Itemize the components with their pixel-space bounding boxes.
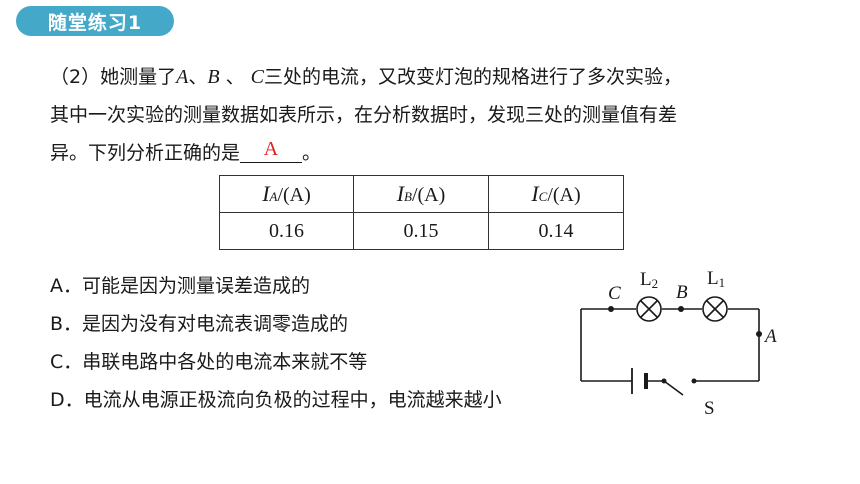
lamp-subscript: 1 (719, 275, 726, 290)
switch-contact-dot (691, 378, 697, 384)
separator: 、 (219, 66, 251, 88)
section-badge: 随堂练习1 (16, 6, 174, 36)
lamp-bulb-icon (702, 296, 728, 322)
point-b-label: B (207, 66, 220, 88)
option-d[interactable]: D．电流从电源正极流向负极的过程中，电流越来越小 (50, 389, 502, 411)
lamp-bulb-icon (636, 296, 662, 322)
value-ia: 0.16 (219, 212, 354, 250)
measurement-table: IA/(A) IB/(A) IC/(A) 0.16 0.15 0.14 (219, 175, 624, 250)
unit: /(A) (547, 184, 581, 206)
lamp-l2-label: L2 (640, 269, 658, 291)
circuit-diagram: C B A L2 L1 S (580, 268, 777, 419)
node-b-dot (678, 306, 684, 312)
switch-pivot-dot (661, 378, 667, 384)
battery-icon (631, 368, 648, 394)
question-text: （2）她测量了A、B 、 C三处的电流，又改变灯泡的规格进行了多次实验， 其中一… (50, 58, 810, 172)
switch-lever (663, 380, 684, 396)
option-c[interactable]: C．串联电路中各处的电流本来就不等 (50, 351, 368, 373)
node-c-dot (608, 306, 614, 312)
header-ib: IB/(A) (353, 175, 489, 213)
options-list: A．可能是因为测量误差造成的 B．是因为没有对电流表调零造成的 C．串联电路中各… (50, 267, 502, 419)
lamp-subscript: 2 (652, 276, 659, 291)
circuit-nodes (608, 306, 762, 384)
question-line-3-end: 。 (302, 142, 322, 164)
answer-text: A (263, 138, 279, 160)
subscript: A (269, 189, 278, 204)
question-line-1-start: （2）她测量了 (50, 66, 177, 88)
current-symbol: I (396, 181, 405, 206)
unit: /(A) (277, 184, 311, 206)
lamp-cross (705, 299, 725, 319)
subscript: B (404, 189, 412, 204)
lamp-l2 (636, 296, 662, 322)
option-a[interactable]: A．可能是因为测量误差造成的 (50, 275, 310, 297)
header-ia: IA/(A) (219, 175, 354, 213)
circuit-wires (580, 308, 760, 396)
question-line-3-start: 异。下列分析正确的是 (50, 142, 241, 164)
subscript: C (538, 189, 548, 204)
header-ic: IC/(A) (488, 175, 624, 213)
lamp-letter: L (707, 268, 719, 289)
lamp-cross (639, 299, 659, 319)
value-ic: 0.14 (488, 212, 624, 250)
current-symbol: I (531, 181, 539, 206)
question-line-3: 异。下列分析正确的是 A 。 (50, 134, 810, 172)
answer-blank[interactable]: A (240, 138, 303, 163)
node-c-label: C (608, 283, 621, 304)
lamp-l1-label: L1 (707, 268, 725, 290)
switch-label: S (704, 398, 715, 419)
node-a-dot (756, 331, 762, 337)
section-title: 随堂练习1 (47, 11, 143, 34)
point-a-label: A (176, 66, 189, 88)
lamp-l1 (702, 296, 728, 322)
node-a-label: A (763, 326, 777, 347)
question-line-1: （2）她测量了A、B 、 C三处的电流，又改变灯泡的规格进行了多次实验， (50, 58, 810, 96)
separator: 、 (188, 66, 208, 88)
unit: /(A) (411, 184, 446, 206)
table-row: 0.16 0.15 0.14 (219, 212, 624, 250)
option-b[interactable]: B．是因为没有对电流表调零造成的 (50, 313, 349, 335)
question-line-1-end: 三处的电流，又改变灯泡的规格进行了多次实验， (263, 66, 682, 88)
value-ib: 0.15 (353, 212, 489, 250)
node-b-label: B (676, 282, 688, 303)
table-header-row: IA/(A) IB/(A) IC/(A) (219, 175, 624, 213)
lamp-letter: L (640, 269, 652, 290)
point-c-label: C (250, 66, 264, 88)
current-symbol: I (262, 181, 270, 206)
question-line-2: 其中一次实验的测量数据如表所示，在分析数据时，发现三处的测量值有差 (50, 104, 678, 126)
